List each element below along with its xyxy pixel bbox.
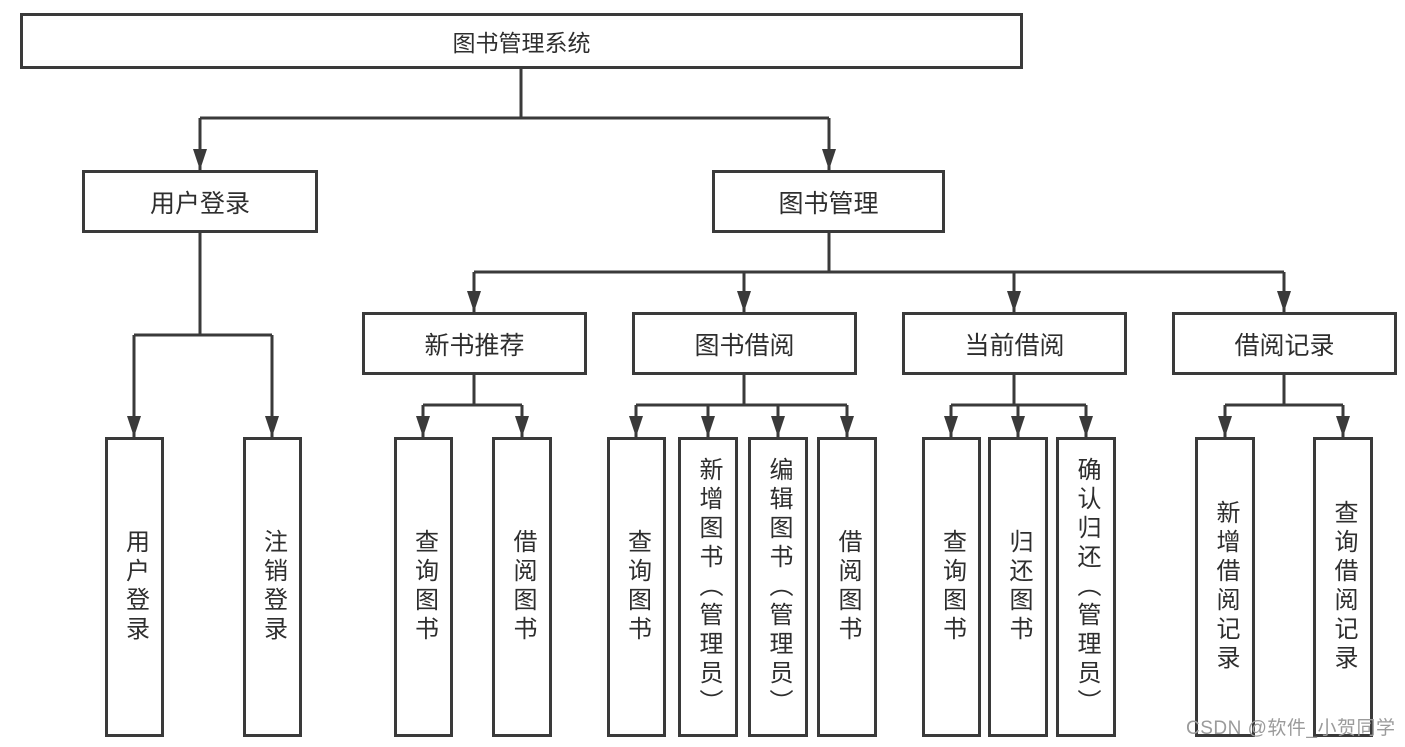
node-label: 图书借阅 [694,331,795,360]
node-label: 新增借阅记录 [1212,500,1239,674]
node-label: 注销登录 [259,529,287,645]
leaf-return-books: 归还图书 [988,437,1048,737]
node-label: 新增图书（管理员） [695,456,722,718]
leaf-edit-books-admin: 编辑图书（管理员） [748,437,808,737]
leaf-add-borrow-record: 新增借阅记录 [1195,437,1255,737]
node-label: 图书管理 [778,189,879,218]
node-current-borrow: 当前借阅 [902,312,1127,375]
node-label: 借阅图书 [509,529,536,645]
node-label: 当前借阅 [964,331,1065,360]
node-library-management-system: 图书管理系统 [20,13,1023,69]
leaf-user-login: 用户登录 [105,437,164,737]
node-label: 新书推荐 [424,331,525,360]
node-label: 借阅图书 [834,529,861,645]
node-label: 确认归还（管理员） [1073,456,1100,718]
node-label: 查询图书 [938,529,966,645]
node-label: 借阅记录 [1234,331,1335,360]
node-label: 图书管理系统 [452,30,591,56]
csdn-watermark: CSDN @软件_小贺同学 [1186,718,1396,739]
node-label: 归还图书 [1005,529,1032,645]
node-label: 编辑图书（管理员） [765,456,792,718]
node-new-book-recommend: 新书推荐 [362,312,587,375]
node-user-login: 用户登录 [82,170,318,233]
node-label: 查询图书 [623,529,651,645]
leaf-search-books-1: 查询图书 [394,437,453,737]
leaf-add-books-admin: 新增图书（管理员） [678,437,738,737]
node-book-borrow: 图书借阅 [632,312,857,375]
node-borrow-record: 借阅记录 [1172,312,1397,375]
node-book-management: 图书管理 [712,170,945,233]
node-label: 用户登录 [121,529,149,645]
leaf-search-books-3: 查询图书 [922,437,981,737]
leaf-confirm-return-admin: 确认归还（管理员） [1056,437,1116,737]
node-label: 查询借阅记录 [1330,500,1357,674]
node-label: 查询图书 [410,529,438,645]
node-label: 用户登录 [149,189,250,218]
leaf-logout: 注销登录 [243,437,302,737]
leaf-search-books-2: 查询图书 [607,437,666,737]
leaf-search-borrow-record: 查询借阅记录 [1313,437,1373,737]
leaf-borrow-books-2: 借阅图书 [817,437,877,737]
leaf-borrow-books-1: 借阅图书 [492,437,552,737]
